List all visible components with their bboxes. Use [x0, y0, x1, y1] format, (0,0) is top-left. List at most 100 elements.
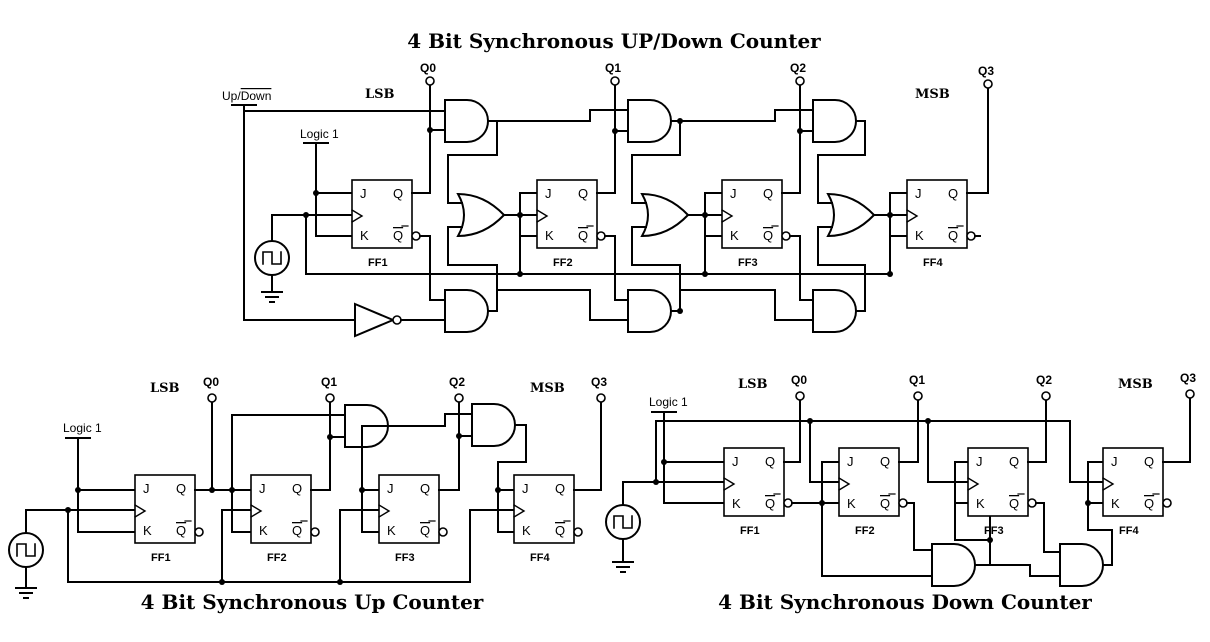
svg-text:FF1: FF1 — [151, 552, 171, 564]
ff4-updown: J K Q Q FF4 — [906, 179, 968, 269]
svg-text:Q: Q — [420, 523, 430, 538]
svg-text:FF3: FF3 — [738, 257, 758, 269]
svg-text:FF2: FF2 — [553, 257, 573, 269]
ff1-down: J K Q Q FF1 — [723, 447, 785, 537]
svg-text:K: K — [976, 496, 985, 511]
svg-text:Q: Q — [420, 481, 430, 496]
svg-text:Q: Q — [1009, 496, 1019, 511]
svg-text:Q: Q — [763, 186, 773, 201]
q0-label-top: Q0 — [420, 61, 436, 75]
svg-text:FF1: FF1 — [368, 257, 388, 269]
svg-text:Q: Q — [393, 228, 403, 243]
and-gate-up-1 — [444, 99, 489, 143]
svg-text:Q: Q — [948, 186, 958, 201]
svg-text:J: J — [143, 481, 150, 496]
updown-input-label: Up/Down — [222, 89, 271, 103]
svg-text:Q: Q — [880, 496, 890, 511]
q3-label-top: Q3 — [978, 64, 994, 78]
ff3-up: J K Q Q FF3 — [378, 474, 440, 564]
svg-text:K: K — [915, 228, 924, 243]
svg-text:K: K — [545, 228, 554, 243]
and-gate-up-counter-2 — [471, 403, 516, 447]
svg-text:Q: Q — [880, 454, 890, 469]
svg-text:Q: Q — [578, 186, 588, 201]
svg-text:J: J — [1111, 454, 1118, 469]
svg-text:FF3: FF3 — [395, 552, 415, 564]
msb-label-down: MSB — [1118, 377, 1153, 392]
down-counter-circuit: LSB MSB Logic 1 J K Q Q FF1 Q0 — [605, 371, 1196, 587]
svg-text:Q: Q — [292, 523, 302, 538]
q3-label-up: Q3 — [591, 375, 607, 389]
svg-text:K: K — [143, 523, 152, 538]
svg-text:FF4: FF4 — [530, 552, 550, 564]
title-updown-counter: 4 Bit Synchronous UP/Down Counter — [407, 29, 821, 53]
svg-text:Q: Q — [765, 454, 775, 469]
and-gate-down-1 — [444, 289, 489, 333]
svg-text:FF3: FF3 — [984, 525, 1004, 537]
svg-text:J: J — [545, 186, 552, 201]
inverter-gate — [354, 302, 396, 338]
q0-label-down: Q0 — [791, 373, 807, 387]
ff4-up: J K Q Q FF4 — [513, 474, 575, 564]
title-up-counter: 4 Bit Synchronous Up Counter — [141, 590, 484, 614]
and-gate-down-3 — [812, 289, 857, 333]
title-down-counter: 4 Bit Synchronous Down Counter — [718, 590, 1092, 614]
q3-label-down: Q3 — [1180, 371, 1196, 385]
and-gate-down-counter-1 — [931, 543, 976, 587]
svg-text:J: J — [847, 454, 854, 469]
svg-text:J: J — [387, 481, 394, 496]
svg-text:K: K — [522, 523, 531, 538]
up-counter-circuit: LSB MSB Logic 1 J K Q Q FF1 Q0 — [8, 375, 607, 599]
svg-text:K: K — [387, 523, 396, 538]
svg-text:K: K — [1111, 496, 1120, 511]
q1-label-top: Q1 — [605, 61, 621, 75]
svg-text:K: K — [259, 523, 268, 538]
or-gate-3 — [827, 193, 875, 237]
svg-text:Q: Q — [1009, 454, 1019, 469]
svg-text:J: J — [976, 454, 983, 469]
svg-text:K: K — [730, 228, 739, 243]
svg-text:J: J — [360, 186, 367, 201]
svg-text:Q: Q — [176, 523, 186, 538]
ff3-down: J K Q Q FF3 — [967, 447, 1029, 537]
svg-text:K: K — [847, 496, 856, 511]
ff1-updown: J K Q Q FF1 — [351, 179, 413, 269]
ff2-updown: J K Q Q FF2 — [536, 179, 598, 269]
q0-label-up: Q0 — [203, 375, 219, 389]
logic1-label-down: Logic 1 — [649, 395, 688, 409]
and-gate-down-2 — [627, 289, 672, 333]
svg-text:Q: Q — [578, 228, 588, 243]
msb-label-up: MSB — [530, 381, 565, 396]
svg-text:FF1: FF1 — [740, 525, 760, 537]
svg-text:Q: Q — [555, 523, 565, 538]
svg-text:Q: Q — [1144, 454, 1154, 469]
q2-label-up: Q2 — [449, 375, 465, 389]
ff2-up: J K Q Q FF2 — [250, 474, 312, 564]
svg-text:FF2: FF2 — [267, 552, 287, 564]
svg-text:FF4: FF4 — [1119, 525, 1139, 537]
svg-text:Q: Q — [765, 496, 775, 511]
q1-label-down: Q1 — [909, 373, 925, 387]
svg-text:Q: Q — [1144, 496, 1154, 511]
svg-text:Q: Q — [292, 481, 302, 496]
or-gate-2 — [641, 193, 689, 237]
and-gate-down-counter-2 — [1059, 543, 1104, 587]
q2-label-down: Q2 — [1036, 373, 1052, 387]
and-gate-up-3 — [812, 99, 857, 143]
svg-text:K: K — [732, 496, 741, 511]
updown-counter-circuit: LSB MSB Up/Down Logic 1 J K — [222, 61, 994, 338]
svg-text:J: J — [522, 481, 529, 496]
and-gate-up-2 — [627, 99, 672, 143]
svg-text:J: J — [732, 454, 739, 469]
svg-text:FF2: FF2 — [855, 525, 875, 537]
ff4-down: J K Q Q FF4 — [1102, 447, 1164, 537]
svg-text:K: K — [360, 228, 369, 243]
lsb-label-down: LSB — [738, 377, 768, 392]
svg-text:Q: Q — [763, 228, 773, 243]
svg-text:Q: Q — [555, 481, 565, 496]
msb-label: MSB — [915, 87, 950, 102]
ff1-up: J K Q Q FF1 — [134, 474, 196, 564]
logic1-label-top: Logic 1 — [300, 127, 339, 141]
logic1-label-up: Logic 1 — [63, 421, 102, 435]
q2-label-top: Q2 — [790, 61, 806, 75]
